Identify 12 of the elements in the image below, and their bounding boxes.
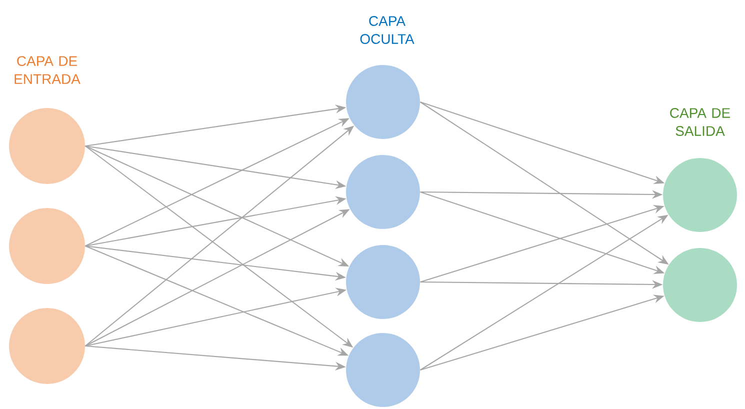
neuron-circle <box>663 158 737 232</box>
neuron-circle <box>346 245 420 319</box>
layer-heading: CAPA DE ENTRADA <box>14 56 80 84</box>
neuron-circle <box>663 248 737 322</box>
neuron-circle <box>346 65 420 139</box>
neuron-circle <box>346 333 420 407</box>
layer-heading: CAPA DE SALIDA <box>670 108 730 136</box>
neuron-circle <box>9 308 85 384</box>
neuron-circle <box>346 155 420 229</box>
layer-heading: CAPA OCULTA <box>360 16 414 44</box>
neuron-circle <box>9 208 85 284</box>
neuron-circle <box>9 108 85 184</box>
